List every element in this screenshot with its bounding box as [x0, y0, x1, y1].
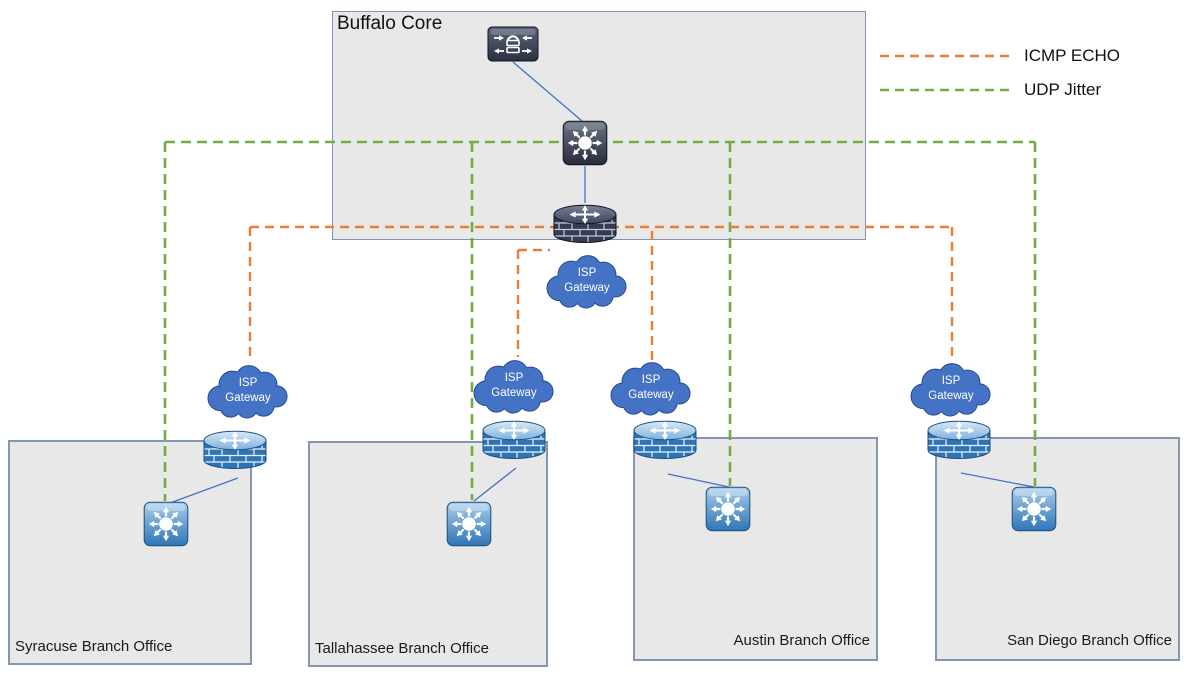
branch-box-austin: Austin Branch Office	[633, 437, 878, 661]
austin-switch-icon	[705, 486, 751, 532]
cloud-label-line1: ISP	[941, 375, 961, 388]
legend-item-udp-jitter: UDP Jitter	[878, 80, 1101, 100]
branch-box-san-diego: San Diego Branch Office	[935, 437, 1180, 661]
icmp-echo-dash-swatch	[880, 54, 1010, 58]
server-icon	[487, 24, 539, 64]
legend-label-icmp-echo: ICMP ECHO	[1024, 46, 1121, 65]
tallahassee-switch-icon	[446, 501, 492, 547]
legend-label-udp-jitter: UDP Jitter	[1024, 80, 1102, 99]
cloud-austin-isp-gateway: ISP Gateway	[605, 358, 697, 416]
cloud-label-line2: Gateway	[225, 392, 271, 404]
branch-box-tallahassee: Tallahassee Branch Office	[308, 441, 548, 667]
cloud-label-line1: ISP	[641, 374, 661, 387]
cloud-label-line2: Gateway	[928, 390, 974, 402]
cloud-tallahassee-isp-gateway: ISP Gateway	[468, 356, 560, 414]
san-diego-switch-icon	[1011, 486, 1057, 532]
cloud-core-isp-gateway: ISP Gateway	[541, 251, 633, 309]
cloud-label-line2: Gateway	[628, 389, 674, 401]
cloud-label-line2: Gateway	[491, 387, 537, 399]
core-firewall-router-icon	[551, 201, 619, 247]
san-diego-firewall-router-icon	[925, 417, 993, 463]
syracuse-firewall-router-icon	[201, 427, 269, 473]
cloud-label-line1: ISP	[504, 372, 524, 385]
branch-box-syracuse: Syracuse Branch Office	[8, 440, 252, 665]
tallahassee-firewall-router-icon	[480, 417, 548, 463]
cloud-syracuse-isp-gateway: ISP Gateway	[202, 361, 294, 419]
buffalo-core-title: Buffalo Core	[337, 13, 443, 34]
cloud-label-line2: Gateway	[564, 282, 610, 294]
cloud-san-diego-isp-gateway: ISP Gateway	[905, 359, 997, 417]
branch-label-austin: Austin Branch Office	[733, 632, 870, 649]
cloud-label-line1: ISP	[238, 377, 258, 390]
branch-label-syracuse: Syracuse Branch Office	[15, 638, 173, 655]
core-switch-icon	[562, 120, 608, 166]
austin-firewall-router-icon	[631, 417, 699, 463]
cloud-label-line1: ISP	[577, 267, 597, 280]
legend-item-icmp-echo: ICMP ECHO	[878, 46, 1120, 66]
branch-label-san-diego: San Diego Branch Office	[1007, 632, 1172, 649]
branch-label-tallahassee: Tallahassee Branch Office	[315, 640, 489, 657]
syracuse-switch-icon	[143, 501, 189, 547]
udp-jitter-dash-swatch	[880, 88, 1010, 92]
